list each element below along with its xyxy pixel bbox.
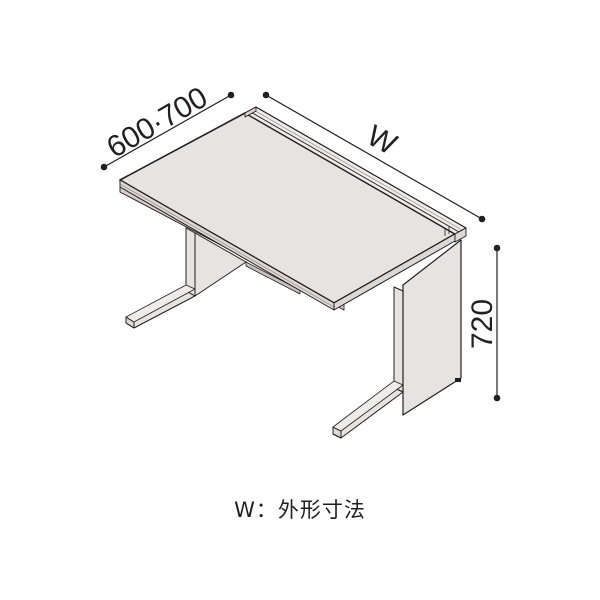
- right-leg: [332, 286, 404, 439]
- caption: W：外形寸法: [234, 498, 366, 522]
- left-leg: [125, 227, 247, 329]
- height-dimension-endpoint: [493, 394, 501, 402]
- height-dimension: [493, 244, 501, 402]
- width-dimension-line: [265, 94, 483, 220]
- width-dimension-endpoint: [262, 91, 270, 99]
- width-dimension-label: W: [362, 119, 403, 162]
- width-dimension: [262, 91, 486, 223]
- height-dimension-label: 720: [466, 299, 499, 349]
- depth-dimension-endpoint: [227, 91, 235, 99]
- back-cable-rail: [244, 106, 467, 243]
- width-dimension-endpoint: [478, 215, 486, 223]
- desk-top: [119, 112, 456, 304]
- height-dimension-endpoint: [493, 244, 501, 252]
- depth-dimension-endpoint: [100, 163, 108, 171]
- depth-dimension: [100, 91, 235, 171]
- depth-dimension-line: [103, 94, 232, 168]
- desk-illustration: [119, 106, 467, 439]
